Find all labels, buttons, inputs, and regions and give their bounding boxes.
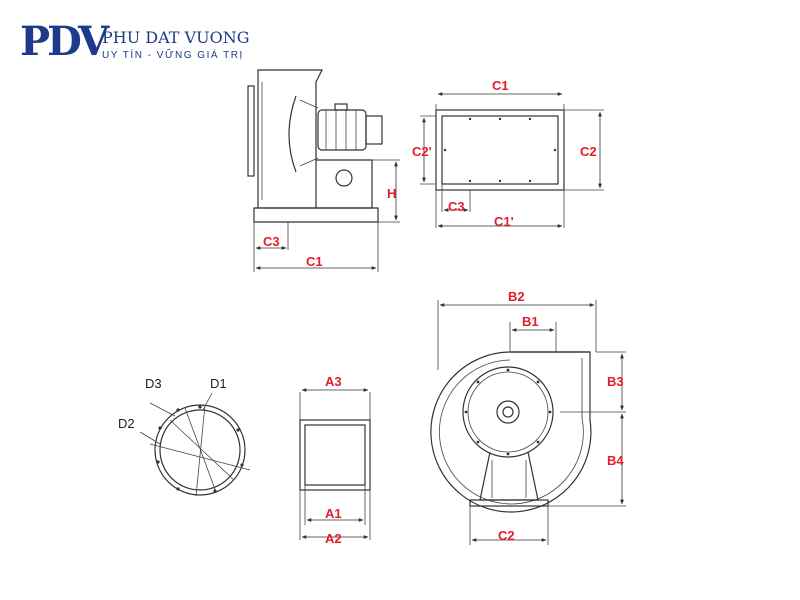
circle-label-d2: D2 [118,416,135,431]
side-view [247,69,400,272]
flange-label-c1: C1 [492,78,509,93]
side-label-c1: C1 [306,254,323,269]
square-label-a1: A1 [325,506,342,521]
side-label-c3: C3 [263,234,280,249]
logo-mark: PDV [20,18,109,65]
front-view [430,300,626,545]
circular-flange-view [139,392,251,497]
flange-label-c2-prime: C2' [412,144,432,159]
square-label-a2: A2 [325,531,342,546]
square-label-a3: A3 [325,374,342,389]
company-logo: PDV PHU DAT VUONG UY TÍN - VỮNG GIÁ TRỊ [20,18,260,68]
flange-view [420,92,604,228]
front-label-b3: B3 [607,374,624,389]
flange-label-c3: C3 [448,199,465,214]
front-label-b1: B1 [522,314,539,329]
front-label-b4: B4 [607,453,624,468]
circle-label-d3: D3 [145,376,162,391]
circle-label-d1: D1 [210,376,227,391]
square-flange-view [299,388,371,540]
flange-label-c2: C2 [580,144,597,159]
flange-label-c1-prime: C1' [494,214,514,229]
front-label-b2: B2 [508,289,525,304]
company-name: PHU DAT VUONG [102,28,250,47]
front-label-c2: C2 [498,528,515,543]
side-label-h: H [387,186,396,201]
company-slogan: UY TÍN - VỮNG GIÁ TRỊ [102,50,244,61]
